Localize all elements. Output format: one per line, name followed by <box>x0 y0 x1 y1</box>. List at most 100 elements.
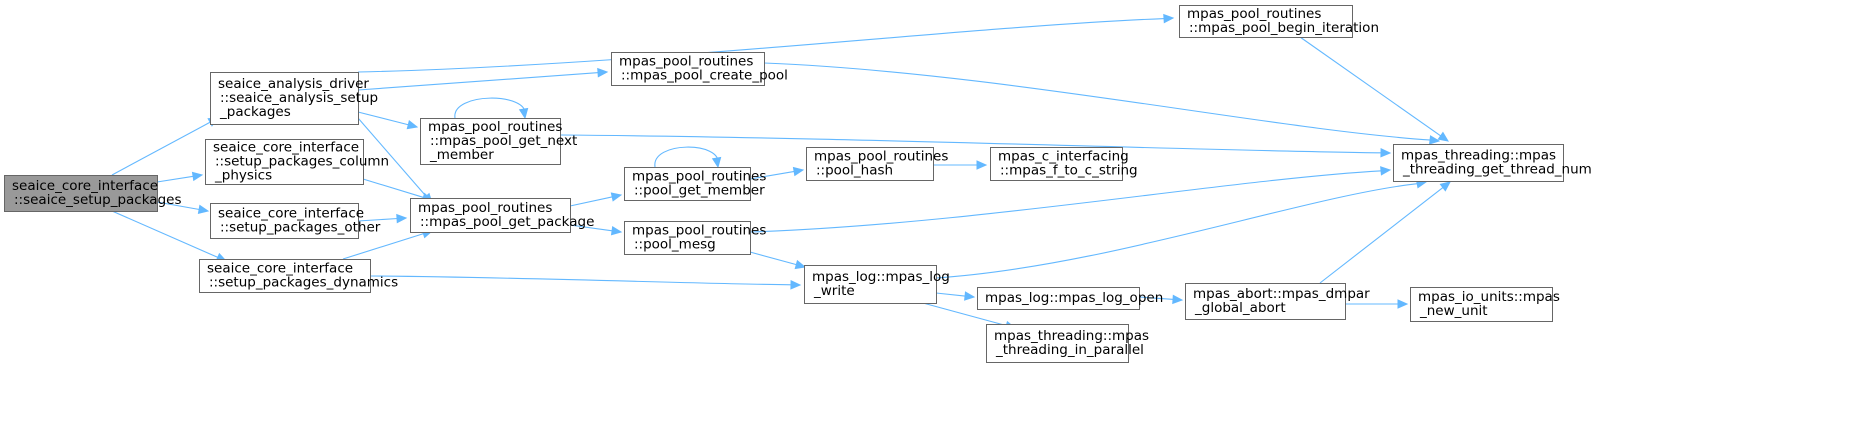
arrowhead <box>191 171 204 182</box>
arrowhead <box>396 213 408 224</box>
arrowhead <box>1380 166 1392 176</box>
edge-line <box>935 182 1419 279</box>
node-label-line: seaice_core_interface <box>12 178 158 194</box>
edge-line <box>362 178 425 199</box>
node-label-line: mpas_c_interfacing <box>998 149 1129 165</box>
node-new-unit[interactable]: mpas_io_units::mpas_new_unit <box>1410 287 1560 322</box>
edge-begin_iteration-to-thread_num <box>1299 36 1450 142</box>
arrowhead <box>1172 294 1184 305</box>
node-label-line: mpas_threading::mpas <box>1401 148 1556 164</box>
edge-line <box>1138 296 1175 300</box>
edge-get_next_member-to-thread_num <box>559 134 1392 158</box>
node-label-line: mpas_pool_routines <box>619 54 753 70</box>
node-box <box>624 167 751 201</box>
arrowhead <box>1439 181 1451 192</box>
node-dynamics[interactable]: seaice_core_interface::setup_packages_dy… <box>199 259 399 293</box>
node-label-line: mpas_pool_routines <box>418 200 552 216</box>
edge-analysis_setup-to-begin_iteration <box>357 13 1175 73</box>
node-thread-num[interactable]: mpas_threading::mpas_threading_get_threa… <box>1393 144 1592 182</box>
node-begin-iteration[interactable]: mpas_pool_routines::mpas_pool_begin_iter… <box>1179 5 1380 38</box>
node-label-line: ::setup_packages_column <box>215 154 389 170</box>
edge-line <box>369 275 793 286</box>
node-label-line: _write <box>813 283 855 299</box>
edge-line <box>357 72 600 91</box>
arrowhead <box>794 259 807 270</box>
arrowhead <box>1397 299 1409 309</box>
node-label-line: mpas_abort::mpas_dmpar <box>1193 286 1370 302</box>
edge-line <box>357 217 399 222</box>
edge-line <box>749 170 796 180</box>
arrowhead <box>197 204 210 215</box>
node-box <box>210 203 359 239</box>
node-box <box>1185 283 1346 320</box>
node-other[interactable]: seaice_core_interface::setup_packages_ot… <box>210 203 381 239</box>
edge-root-to-dynamics <box>111 210 228 262</box>
node-label-line: mpas_pool_routines <box>428 119 562 135</box>
node-box <box>210 72 359 125</box>
edge-log_write-to-log_open <box>935 291 976 301</box>
edge-line <box>111 210 219 259</box>
node-label-line: mpas_pool_routines <box>632 223 766 239</box>
edge-log_write-to-thread_num <box>935 179 1428 279</box>
node-label-line: ::mpas_f_to_c_string <box>1000 163 1138 179</box>
arrowhead <box>1437 131 1450 142</box>
node-get-next-member[interactable]: mpas_pool_routines::mpas_pool_get_next_m… <box>420 118 578 165</box>
node-box <box>1410 287 1553 322</box>
arrowhead <box>792 166 805 177</box>
node-log-write[interactable]: mpas_log::mpas_log_write <box>804 265 950 304</box>
edge-line <box>342 232 425 260</box>
edge-pool_get_member-to-pool_get_member <box>654 146 722 169</box>
node-dmpar-abort[interactable]: mpas_abort::mpas_dmpar_global_abort <box>1185 283 1371 320</box>
edge-log_open-to-dmpar_abort <box>1138 294 1184 305</box>
node-label-line: _threading_get_thread_num <box>1402 162 1592 178</box>
node-label-line: _packages <box>219 104 291 120</box>
edge-line <box>922 302 1008 327</box>
node-box <box>804 265 937 304</box>
edge-line <box>357 17 1166 73</box>
arrowhead <box>610 225 623 236</box>
node-root[interactable]: seaice_core_interface::seaice_setup_pack… <box>4 175 182 212</box>
node-pool-hash[interactable]: mpas_pool_routines::pool_hash <box>806 147 949 181</box>
node-label-line: _global_abort <box>1194 300 1286 316</box>
node-create-pool[interactable]: mpas_pool_routines::mpas_pool_create_poo… <box>611 52 788 86</box>
node-in-parallel[interactable]: mpas_threading::mpas_threading_in_parall… <box>986 324 1150 363</box>
edge-root-to-other <box>156 201 210 215</box>
edge-line <box>454 97 526 119</box>
node-label-line: _physics <box>214 168 272 184</box>
edge-line <box>357 117 428 198</box>
node-pool-get-member[interactable]: mpas_pool_routines::pool_get_member <box>624 167 767 201</box>
node-box <box>205 139 364 185</box>
node-box <box>990 147 1123 181</box>
node-label-line: ::mpas_pool_get_package <box>420 214 594 230</box>
node-label-line: mpas_log::mpas_log <box>812 269 950 285</box>
node-log-open[interactable]: mpas_log::mpas_log_open <box>977 287 1164 310</box>
node-label-line: ::mpas_pool_get_next <box>430 133 577 149</box>
node-label-line: mpas_pool_routines <box>632 169 766 185</box>
node-box <box>1179 5 1353 38</box>
edge-get_package-to-pool_get_member <box>569 192 623 207</box>
node-column-physics[interactable]: seaice_core_interface::setup_packages_co… <box>205 139 390 185</box>
node-label-line: seaice_core_interface <box>207 261 353 277</box>
node-label-line: ::mpas_pool_begin_iteration <box>1189 20 1379 36</box>
edge-root-to-column_physics <box>156 171 204 183</box>
node-label-line: ::pool_mesg <box>634 237 716 253</box>
edge-pool_get_member-to-pool_hash <box>749 166 805 180</box>
node-box <box>410 198 571 233</box>
node-label-line: mpas_pool_routines <box>814 149 948 165</box>
node-label-line: seaice_analysis_driver <box>218 76 369 92</box>
node-box <box>199 259 371 293</box>
arrowhead <box>518 107 529 120</box>
edge-line <box>569 196 614 207</box>
node-label-line: ::pool_get_member <box>634 183 765 199</box>
edge-line <box>156 175 195 183</box>
edge-line <box>749 170 1383 233</box>
node-box <box>986 324 1129 363</box>
node-pool-mesg[interactable]: mpas_pool_routines::pool_mesg <box>624 221 767 255</box>
node-label-line: mpas_pool_routines <box>1187 6 1321 22</box>
node-f-to-c-string[interactable]: mpas_c_interfacing::mpas_f_to_c_string <box>990 147 1138 181</box>
edge-line <box>749 251 798 266</box>
node-get-package[interactable]: mpas_pool_routines::mpas_pool_get_packag… <box>410 198 595 233</box>
node-analysis-setup[interactable]: seaice_analysis_driver::seaice_analysis_… <box>210 72 379 125</box>
edge-get_next_member-to-get_next_member <box>454 97 529 120</box>
